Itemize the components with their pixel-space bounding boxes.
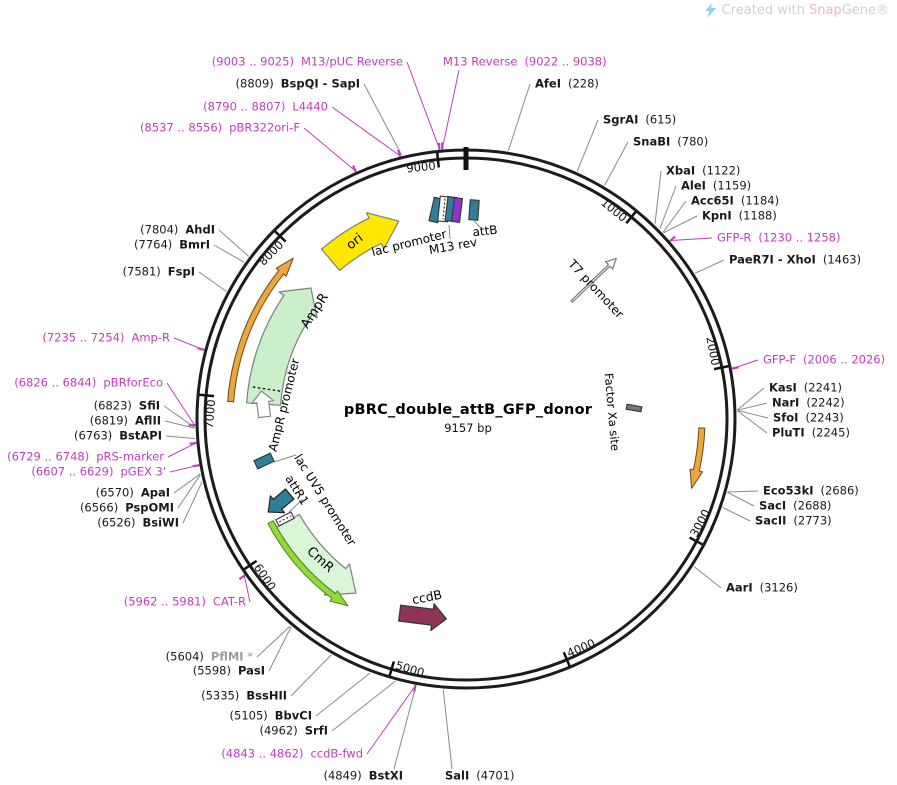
site-leader	[727, 490, 759, 493]
ring-tick	[713, 364, 729, 371]
primer-mark	[189, 441, 197, 445]
site-leader	[737, 410, 768, 434]
primer-mark	[731, 366, 739, 370]
primer-mark	[238, 574, 246, 581]
ring-tick	[625, 210, 637, 225]
site-leader	[722, 507, 751, 522]
ring-tick	[274, 230, 287, 243]
site-leader	[315, 672, 371, 717]
watermark-text: Created with SnapGene®	[721, 3, 889, 18]
site-leader	[659, 185, 677, 230]
primer-mark	[352, 165, 357, 173]
site-leader	[694, 259, 725, 274]
attR1-arrow	[267, 488, 295, 514]
site-leader	[177, 474, 201, 509]
feature-leader	[288, 498, 304, 513]
site-leader	[442, 689, 453, 770]
feature-AmpR-boundary	[250, 385, 281, 392]
site-leader	[363, 83, 403, 156]
site-leader	[393, 685, 417, 770]
watermark: Created with SnapGene®	[704, 3, 889, 18]
primer-leader	[441, 69, 460, 149]
orf-gfp-arrow	[689, 427, 706, 489]
attB-box	[468, 199, 480, 221]
site-leader	[165, 435, 196, 439]
ring-tick	[688, 536, 704, 546]
orf-cmr-arrow	[267, 520, 349, 607]
plasmid-length: 9157 bp	[444, 421, 492, 435]
primer-leader	[406, 61, 440, 149]
ring-tick	[243, 559, 258, 571]
primer-leader	[366, 685, 416, 755]
lac-uv5-box	[253, 452, 275, 470]
site-leader	[213, 244, 245, 263]
snapgene-bolt-icon	[704, 3, 716, 18]
ring-tick	[198, 393, 215, 398]
site-leader	[662, 200, 687, 233]
primer-mark	[192, 464, 200, 468]
feature-AmpR	[245, 287, 318, 406]
attR1-hatch-box	[275, 511, 295, 527]
primer-mark	[669, 235, 676, 243]
primer-mark	[397, 149, 402, 157]
feature-ori	[320, 212, 400, 272]
primer-mark	[197, 347, 205, 352]
primer-leader	[303, 127, 356, 172]
primer-mark	[440, 142, 444, 150]
site-leader	[218, 229, 249, 257]
primer-leader	[243, 575, 251, 603]
ring-tick	[435, 152, 441, 168]
site-leader	[198, 271, 227, 292]
ring-tick	[562, 651, 571, 667]
site-leader	[164, 420, 195, 429]
plasmid-name: pBRC_double_attB_GFP_donor	[343, 402, 593, 418]
primer-leader	[166, 382, 195, 426]
site-leader	[182, 481, 203, 524]
site-leader	[654, 170, 662, 225]
ring-tick	[388, 661, 396, 677]
site-leader	[576, 119, 599, 172]
site-leader	[693, 566, 722, 589]
site-leader	[604, 141, 629, 186]
m13-rev-box	[450, 196, 464, 224]
factor-xa-box	[625, 403, 643, 413]
site-leader	[173, 473, 201, 494]
feature-leader	[448, 224, 451, 240]
primer-leader	[167, 442, 196, 458]
plasmid-title-block: pBRC_double_attB_GFP_donor 9157 bp	[344, 402, 592, 435]
site-leader	[663, 215, 698, 234]
site-leader	[331, 680, 396, 732]
site-leader	[727, 491, 755, 507]
primer-mark	[413, 684, 417, 692]
site-leader	[737, 402, 768, 411]
feature-leader	[473, 220, 481, 228]
site-leader	[737, 387, 765, 411]
primer-leader	[331, 106, 401, 157]
site-leader	[507, 83, 531, 151]
orf-ampr-arrow	[227, 257, 294, 403]
site-leader	[268, 626, 292, 672]
primer-mark	[437, 142, 441, 150]
site-leader	[256, 625, 291, 658]
ccdB-arrow	[398, 603, 447, 632]
site-leader	[163, 405, 195, 428]
ampr-promoter-arrow	[251, 390, 275, 419]
feature-leader	[273, 454, 297, 463]
site-leader	[737, 409, 769, 419]
t7-promoter-arrow	[570, 257, 617, 303]
site-leader	[290, 654, 332, 697]
primer-leader	[670, 237, 713, 242]
